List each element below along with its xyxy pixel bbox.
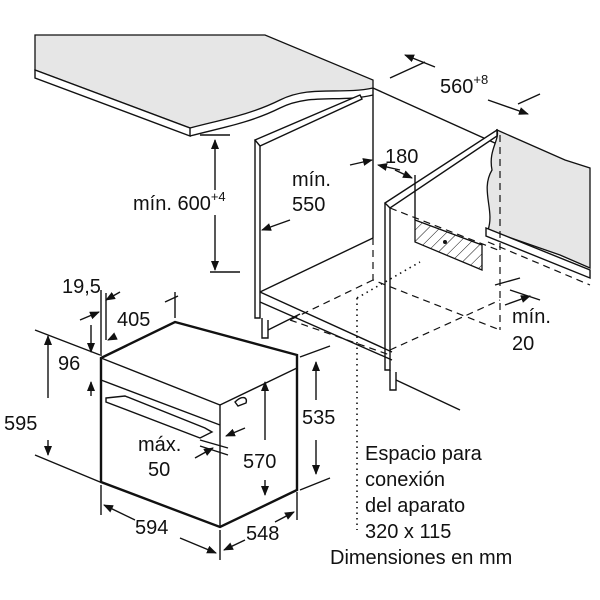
connection-offset-label: 180 bbox=[385, 146, 418, 168]
connection-area bbox=[414, 219, 483, 271]
handle-protrusion-label-1: máx. bbox=[138, 434, 181, 456]
connection-note-line: conexión bbox=[365, 469, 445, 491]
body-height-side-label: 535 bbox=[302, 407, 335, 429]
dimension-labels: 560+8 mín. 600+4 mín. 550 180 mín. 20 19… bbox=[4, 72, 551, 545]
top-depth-label: 405 bbox=[117, 309, 150, 331]
width-label: 594 bbox=[135, 517, 168, 539]
rear-gap-label-1: mín. bbox=[512, 306, 551, 328]
niche-depth-label-1: mín. bbox=[292, 169, 331, 191]
total-height-label: 595 bbox=[4, 413, 37, 435]
cabinet-right bbox=[289, 128, 591, 530]
niche-width-label: 560+8 bbox=[440, 72, 488, 98]
units-note: Dimensiones en mm bbox=[330, 547, 512, 569]
depth-label: 548 bbox=[246, 523, 279, 545]
handle-protrusion-label-2: 50 bbox=[148, 459, 170, 481]
connection-note-line: Espacio para bbox=[365, 443, 483, 465]
front-offset-label: 19,5 bbox=[62, 276, 101, 298]
panel-height-label: 96 bbox=[58, 353, 80, 375]
dimension-lines bbox=[34, 54, 541, 560]
body-height-label: 570 bbox=[243, 451, 276, 473]
countertop bbox=[34, 34, 591, 280]
rear-gap-label-2: 20 bbox=[512, 333, 534, 355]
cabinet-left bbox=[253, 88, 393, 361]
connection-note-line: 320 x 115 bbox=[365, 521, 451, 543]
connection-note: Espacio para conexión del aparato 320 x … bbox=[330, 443, 512, 569]
connection-note-line: del aparato bbox=[365, 495, 465, 517]
oven bbox=[99, 320, 299, 529]
niche-depth-label-2: 550 bbox=[292, 194, 325, 216]
niche-height-label: mín. 600+4 bbox=[133, 189, 226, 215]
